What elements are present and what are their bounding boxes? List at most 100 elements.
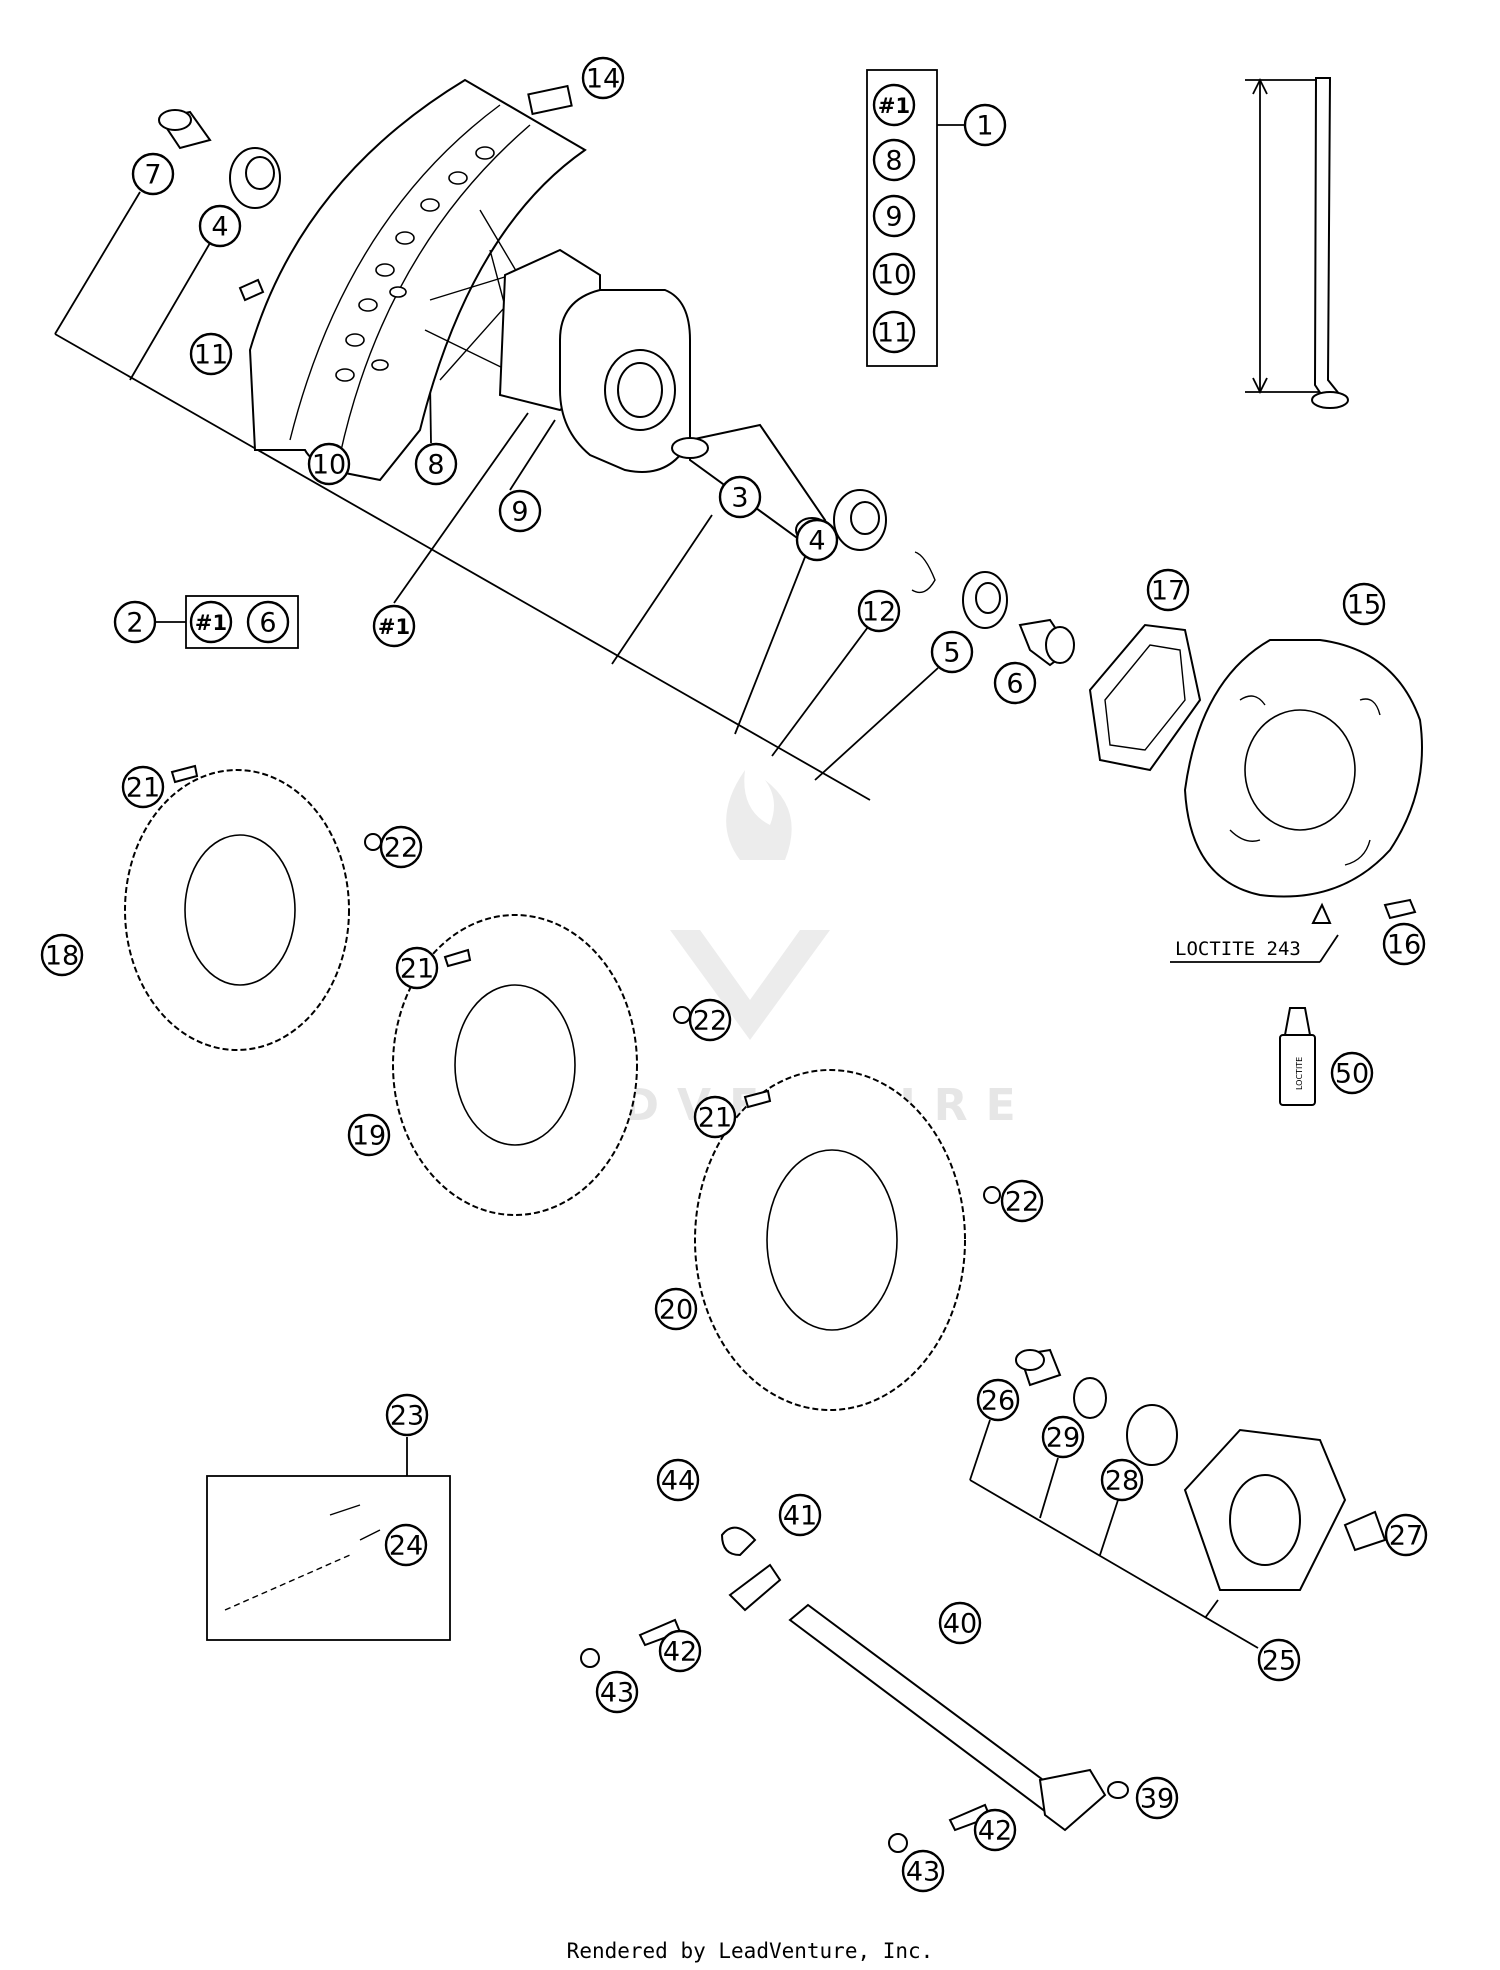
callout-c43b: 43 <box>901 1849 945 1893</box>
callout-label: 44 <box>661 1466 695 1497</box>
callout-label: 17 <box>1151 576 1185 607</box>
loctite-bottle: LOCTITE <box>1279 1007 1316 1106</box>
callout-circle <box>307 442 351 486</box>
callout-label: 27 <box>1389 1521 1423 1552</box>
callout-label: #1 <box>378 615 410 639</box>
callout-c26: 26 <box>976 1378 1020 1422</box>
callout-label: 6 <box>259 608 276 639</box>
circlip <box>911 551 936 594</box>
callout-c43a: 43 <box>595 1670 639 1714</box>
callout-circle <box>973 1808 1017 1852</box>
callout-label: 24 <box>389 1531 423 1562</box>
bottle-label: LOCTITE <box>1295 1057 1304 1090</box>
callout-label: 5 <box>943 638 960 669</box>
callout-circle <box>189 600 233 644</box>
callout-c5: 5 <box>930 630 974 674</box>
callout-circle <box>414 442 458 486</box>
callout-circle <box>976 1378 1020 1422</box>
callout-c50: 50 <box>1330 1051 1374 1095</box>
callout-label: 18 <box>45 941 79 972</box>
rear-axle <box>788 1603 1107 1832</box>
callout-label: 15 <box>1347 590 1381 621</box>
callout-c23: 23 <box>385 1393 429 1437</box>
callout-c3: 3 <box>718 475 762 519</box>
callout-circle <box>1257 1638 1301 1682</box>
callout-c21c: 21 <box>693 1095 737 1139</box>
callout-label: 19 <box>352 1121 386 1152</box>
callout-circle <box>581 56 625 100</box>
callout-c4b: 4 <box>795 518 839 562</box>
callout-c1-h: #1 <box>872 83 916 127</box>
callout-circle <box>113 600 157 644</box>
callout-c2-6: 6 <box>246 600 290 644</box>
disc-screw <box>1311 898 1417 924</box>
callout-c-h-main: #1 <box>372 604 416 648</box>
callout-c39: 39 <box>1135 1776 1179 1820</box>
callout-circle <box>1100 1458 1144 1502</box>
callout-c1-10: 10 <box>872 252 916 296</box>
distance-bushing <box>1018 618 1075 667</box>
callout-label: 12 <box>862 597 896 628</box>
callout-label: #1 <box>878 94 910 118</box>
callout-circle <box>930 630 974 674</box>
callout-c1-8: 8 <box>872 138 916 182</box>
callout-circle <box>379 825 423 869</box>
callout-label: 42 <box>978 1816 1012 1847</box>
callout-circle <box>246 600 290 644</box>
callout-circle <box>718 475 762 519</box>
callout-c21b: 21 <box>395 946 439 990</box>
callout-label: 11 <box>877 318 911 349</box>
callout-c20: 20 <box>654 1287 698 1331</box>
callout-label: 25 <box>1262 1646 1296 1677</box>
callout-label: 43 <box>600 1678 634 1709</box>
callout-c27: 27 <box>1384 1513 1428 1557</box>
callout-label: 43 <box>906 1857 940 1888</box>
sprocket-carrier <box>1015 1348 1387 1591</box>
callout-label: 4 <box>808 526 825 557</box>
callout-circle <box>795 518 839 562</box>
callout-circle <box>1135 1776 1179 1820</box>
callout-circle <box>778 1493 822 1537</box>
callout-circle <box>1382 922 1426 966</box>
loctite-note: LOCTITE 243 <box>1175 938 1301 960</box>
callout-circle <box>385 1393 429 1437</box>
callout-circle <box>857 589 901 633</box>
callout-c44: 44 <box>656 1458 700 1502</box>
callout-label: 21 <box>698 1103 732 1134</box>
callout-c22b: 22 <box>688 998 732 1042</box>
callout-circle <box>1146 568 1190 612</box>
callout-label: 7 <box>144 160 161 191</box>
callout-label: 2 <box>126 608 143 639</box>
callout-circle <box>347 1113 391 1157</box>
callout-c1: 1 <box>963 103 1007 147</box>
callout-c18: 18 <box>40 933 84 977</box>
callout-label: 21 <box>400 954 434 985</box>
spacer-bushing <box>158 109 212 150</box>
callout-c7: 7 <box>131 152 175 196</box>
sprocket-large <box>694 1069 966 1411</box>
callout-label: 26 <box>981 1386 1015 1417</box>
callout-circle <box>872 138 916 182</box>
callout-circle <box>993 661 1037 705</box>
adjuster-screws <box>580 1618 1129 1853</box>
callout-label: 22 <box>384 833 418 864</box>
callout-c17: 17 <box>1146 568 1190 612</box>
watermark-flame-icon <box>726 770 792 860</box>
callout-circle <box>872 310 916 354</box>
callout-circle <box>872 83 916 127</box>
callout-c11: 11 <box>189 332 233 376</box>
callout-c19: 19 <box>347 1113 391 1157</box>
callout-c24: 24 <box>384 1523 428 1567</box>
callout-label: 50 <box>1335 1059 1369 1090</box>
loctite-drop-icon <box>1311 902 1332 924</box>
callout-label: 22 <box>693 1006 727 1037</box>
callout-circle <box>395 946 439 990</box>
callout-c4a: 4 <box>198 204 242 248</box>
callout-c40: 40 <box>938 1601 982 1645</box>
callout-label: 3 <box>731 483 748 514</box>
callout-c29: 29 <box>1041 1415 1085 1459</box>
callout-c21a: 21 <box>121 765 165 809</box>
callout-label: 22 <box>1005 1187 1039 1218</box>
rim-sticker <box>527 84 573 116</box>
